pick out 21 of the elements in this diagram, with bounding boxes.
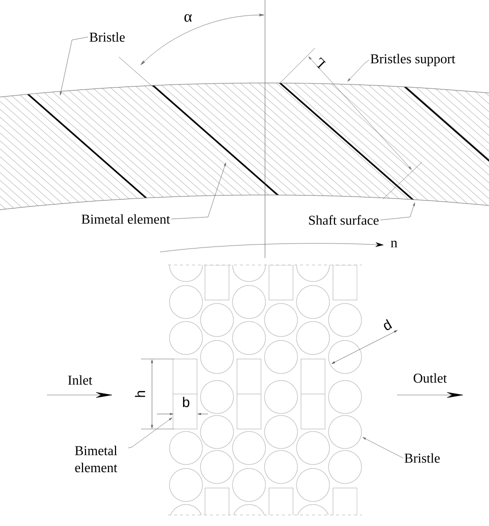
leader-line xyxy=(128,418,172,448)
dimension-label: L xyxy=(316,57,326,69)
callout-label: Bristles support xyxy=(370,54,456,66)
bimetal-element-box xyxy=(172,358,198,430)
symbol-label: α xyxy=(184,14,192,22)
symbol-label: n xyxy=(390,240,398,248)
flow-label: Outlet xyxy=(414,373,447,383)
leader-line xyxy=(171,162,226,220)
dimension-label: d xyxy=(384,319,392,330)
callout-label: Bimetal element xyxy=(82,214,170,224)
leader-line xyxy=(380,202,415,220)
dimension-label: h xyxy=(134,391,146,397)
callout-label: Shaft surface xyxy=(309,215,379,225)
callout-label: Bristle xyxy=(404,453,440,463)
dimension-label: b xyxy=(183,396,190,408)
flow-label: Inlet xyxy=(68,375,92,385)
callout-label: Bimetal element xyxy=(75,446,118,472)
callout-label: Bristle xyxy=(90,32,125,42)
leader-line xyxy=(347,60,370,82)
leader-line xyxy=(60,36,88,96)
leader-line xyxy=(362,437,404,458)
